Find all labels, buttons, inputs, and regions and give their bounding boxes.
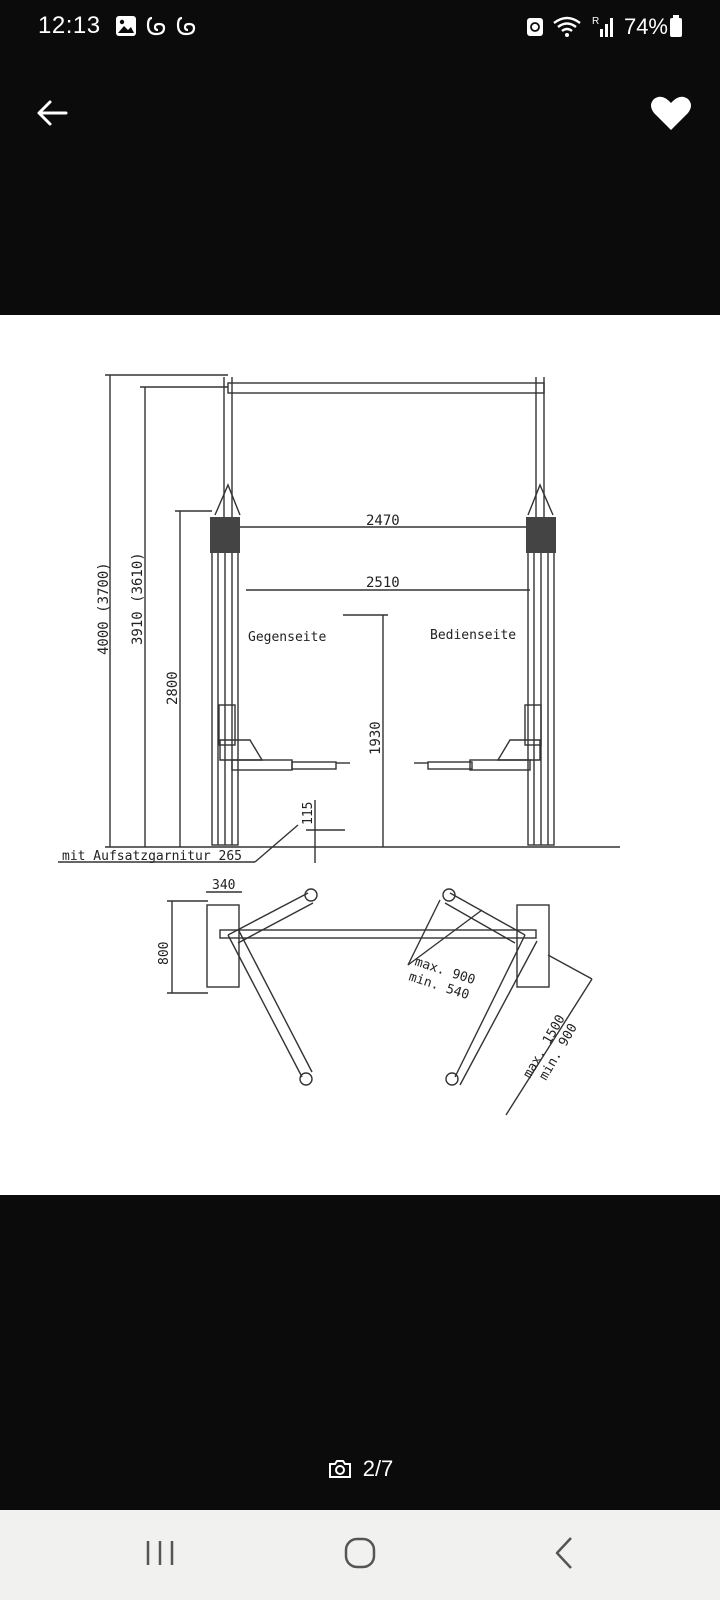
label-attachment-note: mit Aufsatzgarnitur 265	[62, 849, 242, 864]
counter-text: 2/7	[362, 1456, 394, 1481]
favorite-button[interactable]	[648, 90, 694, 136]
camera-icon	[328, 1460, 351, 1478]
dim-height-column: 3910 (3610)	[130, 552, 146, 645]
status-time: 12:13	[38, 12, 101, 39]
svg-text:R: R	[592, 16, 599, 27]
back-icon	[555, 1537, 572, 1569]
thread-icon	[176, 16, 196, 36]
navigation-bar	[0, 1510, 720, 1600]
signal-icon: R	[592, 16, 613, 37]
status-bar: 12:13 R 74%	[0, 0, 720, 56]
dim-width-inner: 2470	[366, 513, 400, 529]
label-right-side: Bedienseite	[430, 628, 516, 643]
battery-icon	[670, 15, 682, 37]
home-button[interactable]	[330, 1528, 390, 1578]
dim-min-height: 115	[301, 802, 316, 825]
back-button[interactable]	[30, 90, 76, 136]
dim-height-total: 4000 (3700)	[96, 562, 112, 655]
dim-height-carriage: 2800	[165, 671, 181, 705]
dim-lift-height: 1930	[368, 721, 384, 755]
lift-technical-drawing: 4000 (3700) 3910 (3610) 2800 2470 2510 1…	[58, 374, 620, 1116]
recent-apps-icon	[146, 1541, 174, 1565]
arrow-left-icon	[37, 100, 68, 126]
label-left-side: Gegenseite	[248, 630, 326, 645]
top-bar	[0, 80, 720, 144]
status-icons-right: R 74%	[526, 14, 668, 40]
status-icons-left	[115, 15, 197, 37]
thread-icon	[146, 16, 166, 36]
dim-width-outer: 2510	[366, 575, 400, 591]
heart-icon	[651, 96, 691, 130]
gallery-icon	[116, 16, 136, 36]
dim-base-depth: 800	[157, 942, 172, 965]
wifi-icon	[553, 16, 581, 37]
image-counter: 2/7	[0, 1456, 720, 1482]
nav-back-button[interactable]	[535, 1528, 595, 1578]
dim-base-width: 340	[212, 878, 235, 893]
photo-viewer[interactable]: 4000 (3700) 3910 (3610) 2800 2470 2510 1…	[0, 315, 720, 1195]
sync-icon	[526, 18, 543, 36]
battery-percent: 74%	[623, 14, 668, 39]
home-icon	[344, 1537, 376, 1569]
recent-apps-button[interactable]	[130, 1528, 190, 1578]
